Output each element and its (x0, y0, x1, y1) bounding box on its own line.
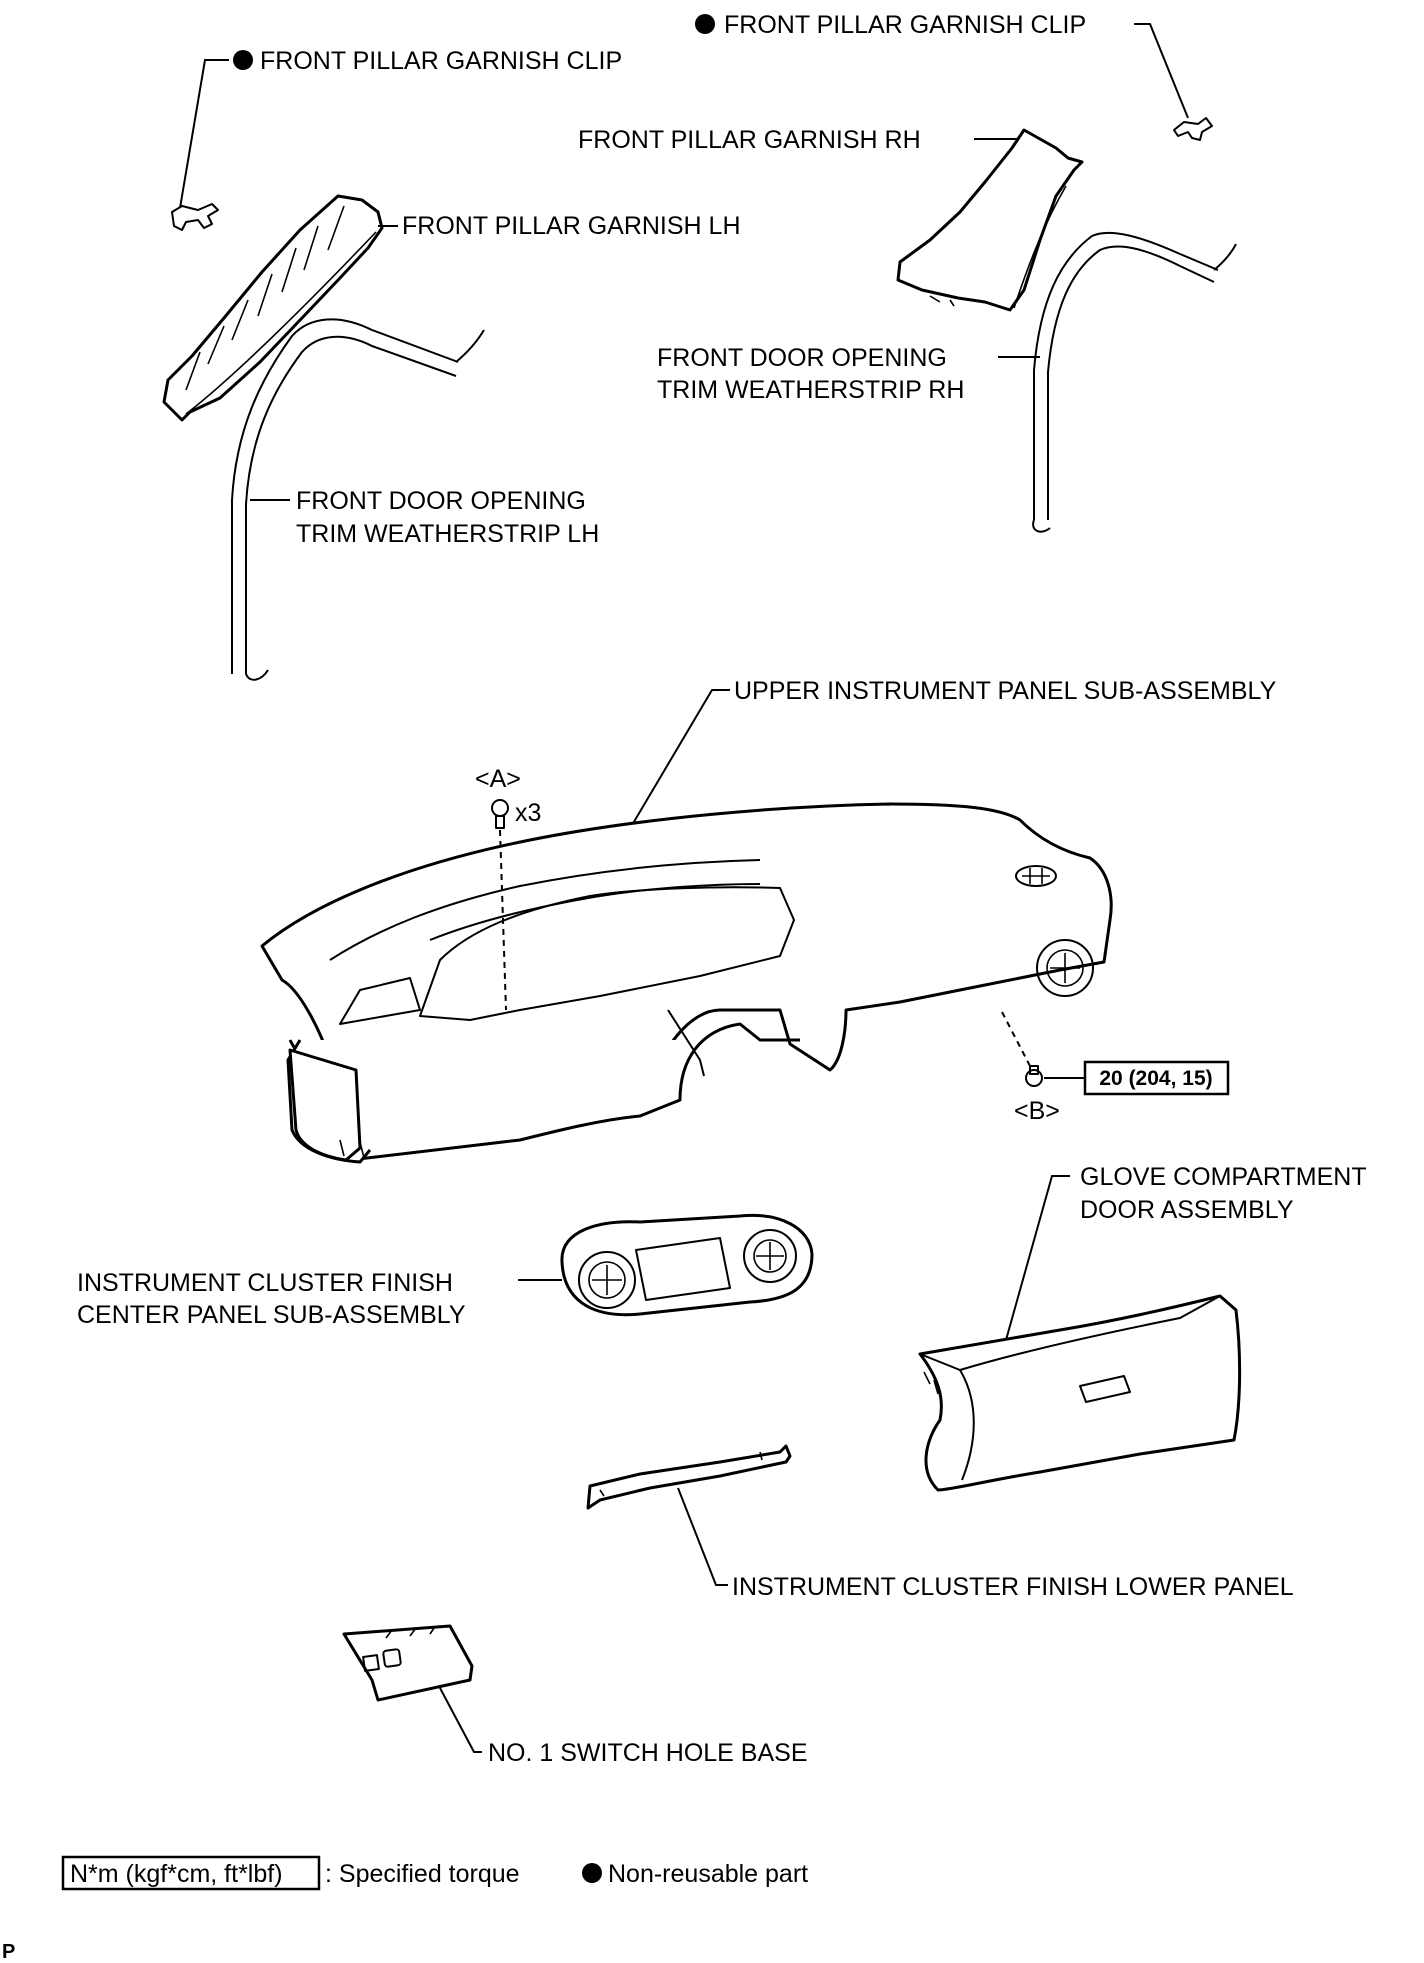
non-reusable-marker-icon (233, 50, 253, 70)
garnish-rh-label: FRONT PILLAR GARNISH RH (578, 126, 921, 154)
front-pillar-garnish-clip-lh: FRONT PILLAR GARNISH CLIP (171, 47, 622, 231)
front-pillar-garnish-lh: FRONT PILLAR GARNISH LH (162, 194, 741, 422)
weatherstrip-lh-label-line2: TRIM WEATHERSTRIP LH (296, 520, 599, 548)
no1-switch-hole-base: NO. 1 SWITCH HOLE BASE (342, 1624, 808, 1767)
instrument-cluster-finish-center-panel: INSTRUMENT CLUSTER FINISH CENTER PANEL S… (77, 1213, 814, 1329)
non-reusable-marker-icon (695, 14, 715, 34)
glove-label-line2: DOOR ASSEMBLY (1080, 1196, 1294, 1224)
torque-spec-box (1083, 1060, 1230, 1096)
callout-a-label: <A> (475, 765, 521, 793)
upper-panel-label: UPPER INSTRUMENT PANEL SUB-ASSEMBLY (734, 677, 1277, 705)
bolt-icon (491, 799, 509, 817)
callout-b-label: <B> (1014, 1097, 1060, 1125)
front-door-opening-trim-weatherstrip-lh: FRONT DOOR OPENING TRIM WEATHERSTRIP LH (231, 318, 599, 681)
upper-instrument-panel-sub-assembly: UPPER INSTRUMENT PANEL SUB-ASSEMBLY (260, 677, 1277, 1164)
glove-label-line1: GLOVE COMPARTMENT (1080, 1163, 1367, 1191)
switch-base-label: NO. 1 SWITCH HOLE BASE (488, 1739, 808, 1767)
legend: N*m (kgf*cm, ft*lbf) : Specified torque … (61, 1855, 808, 1891)
torque-spec-value: 20 (204, 15) (1099, 1067, 1212, 1090)
clip-rh-label: FRONT PILLAR GARNISH CLIP (724, 11, 1086, 39)
weatherstrip-rh-label-line2: TRIM WEATHERSTRIP RH (657, 376, 964, 404)
legend-torque-unit: N*m (kgf*cm, ft*lbf) (70, 1860, 283, 1888)
bolt-icon (1025, 1069, 1043, 1087)
weatherstrip-rh-label-line1: FRONT DOOR OPENING (657, 344, 947, 372)
instrument-cluster-finish-lower-panel: INSTRUMENT CLUSTER FINISH LOWER PANEL (586, 1444, 1294, 1601)
legend-nonreusable-description: Non-reusable part (608, 1860, 808, 1888)
front-pillar-garnish-clip-rh: FRONT PILLAR GARNISH CLIP (695, 11, 1213, 141)
legend-torque-box (61, 1855, 321, 1891)
bolt-a-callout: <A> x3 (475, 765, 541, 1011)
non-reusable-marker-icon (582, 1863, 602, 1883)
weatherstrip-lh-label-line1: FRONT DOOR OPENING (296, 487, 586, 515)
cluster-lower-label: INSTRUMENT CLUSTER FINISH LOWER PANEL (732, 1573, 1294, 1601)
cluster-center-label-line1: INSTRUMENT CLUSTER FINISH (77, 1269, 453, 1297)
front-pillar-garnish-rh: FRONT PILLAR GARNISH RH (578, 126, 1084, 312)
legend-torque-description: : Specified torque (325, 1860, 520, 1888)
front-door-opening-trim-weatherstrip-rh: FRONT DOOR OPENING TRIM WEATHERSTRIP RH (657, 231, 1237, 533)
glove-compartment-door-assembly: GLOVE COMPARTMENT DOOR ASSEMBLY (918, 1163, 1367, 1492)
callout-a-quantity: x3 (515, 799, 541, 827)
garnish-lh-label: FRONT PILLAR GARNISH LH (402, 212, 741, 240)
bolt-b-callout: 20 (204, 15) <B> (1001, 1011, 1230, 1125)
cluster-center-label-line2: CENTER PANEL SUB-ASSEMBLY (77, 1301, 466, 1329)
corner-mark: P (2, 1941, 15, 1963)
clip-lh-label: FRONT PILLAR GARNISH CLIP (260, 47, 622, 75)
